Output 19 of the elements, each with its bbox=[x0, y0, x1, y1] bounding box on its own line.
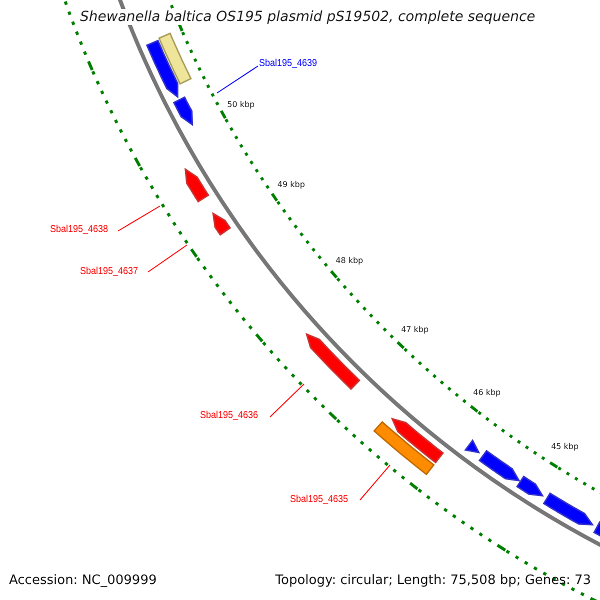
leader-line bbox=[148, 244, 188, 272]
title: Shewanella baltica OS195 plasmid pS19502, complete sequence bbox=[80, 9, 536, 25]
gene-label: Sbal195_4639 bbox=[259, 58, 318, 69]
leader-line bbox=[118, 206, 160, 232]
leader-line bbox=[360, 464, 390, 500]
leader-line bbox=[270, 384, 304, 418]
gene-label: Sbal195_4635 bbox=[290, 494, 348, 505]
leader-line bbox=[216, 66, 258, 94]
scale-label: 50 kbp bbox=[227, 100, 255, 109]
gene-label: Sbal195_4638 bbox=[50, 224, 108, 235]
gene-label: Sbal195_4637 bbox=[80, 266, 138, 277]
scale-label: 46 kbp bbox=[473, 388, 501, 397]
scale-label: 47 kbp bbox=[401, 325, 429, 334]
scale-label: 49 kbp bbox=[277, 180, 305, 190]
gene-label: Sbal195_4636 bbox=[200, 410, 258, 421]
scale-label: 48 kbp bbox=[336, 256, 364, 265]
summary-text: Topology: circular; Length: 75,508 bp; Genes: 73 bbox=[275, 573, 591, 588]
accession-text: Accession: NC_009999 bbox=[9, 573, 157, 588]
scale-label: 45 kbp bbox=[551, 442, 579, 452]
